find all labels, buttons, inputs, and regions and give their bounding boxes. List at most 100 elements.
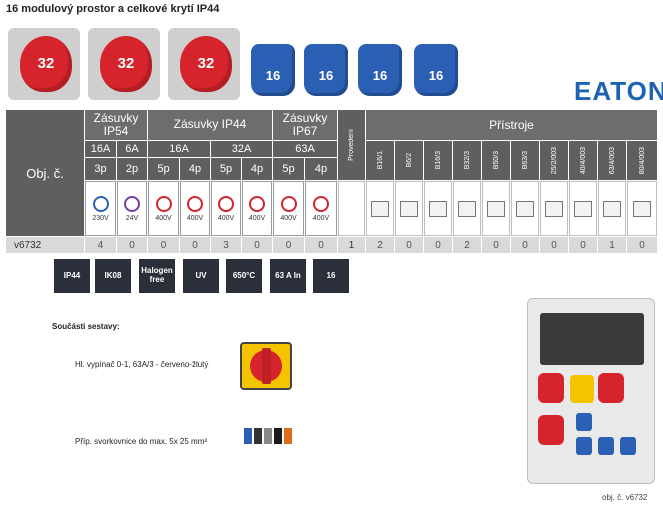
socket-symbol-cell: 24V	[117, 181, 147, 236]
device-symbol-cell	[366, 181, 394, 236]
product-caption: obj. č. v6732	[602, 493, 648, 502]
proveden-value: 1	[338, 237, 365, 253]
device-header: 25/2/003	[540, 141, 568, 180]
socket-symbol-cell: 230V	[85, 181, 116, 236]
pole-cell: 4p	[180, 158, 210, 180]
device-header: 80/4/003	[627, 141, 657, 180]
pristroje-header: Přístroje	[366, 110, 657, 140]
device-header: B32/3	[453, 141, 481, 180]
socket-count: 0	[305, 237, 337, 253]
ik08-icon: IK08	[95, 259, 131, 293]
ip44-icon: IP44	[54, 259, 90, 293]
pole-cell: 5p	[211, 158, 241, 180]
group-ip44: Zásuvky IP44	[148, 110, 272, 140]
pole-cell: 2p	[117, 158, 147, 180]
socket-symbol-cell: 400V	[242, 181, 272, 236]
socket-32a-red: 32	[8, 28, 80, 100]
modules-16-icon: 16	[313, 259, 349, 293]
device-count: 1	[598, 237, 626, 253]
amp-cell: 16A	[85, 141, 116, 157]
voltage-label: 400V	[155, 214, 172, 222]
breaker-icon	[429, 200, 447, 217]
row-code: v6732	[6, 237, 84, 253]
socket-symbol-icon	[249, 195, 265, 212]
socket-symbol-icon	[280, 195, 297, 212]
socket-symbol-cell: 400V	[305, 181, 337, 236]
breaker-icon	[574, 200, 592, 217]
terminal-block-image	[244, 428, 292, 444]
device-header: B63/3	[511, 141, 539, 180]
breaker-icon	[516, 200, 534, 217]
device-symbol-cell	[627, 181, 657, 236]
component-switch-label: Hl. vypínač 0-1, 63A/3 - červeno-žlutý	[75, 360, 209, 369]
group-ip54: Zásuvky IP54	[85, 110, 147, 140]
temp-650-icon: 650°C	[226, 259, 262, 293]
page-title: 16 modulový prostor a celkové krytí IP44	[6, 3, 220, 15]
voltage-label: 230V	[92, 214, 109, 222]
proveden-cell	[338, 181, 365, 236]
socket-32a-red: 32	[88, 28, 160, 100]
socket-count: 0	[273, 237, 304, 253]
breaker-icon	[400, 200, 418, 217]
amp-cell: 16A	[148, 141, 210, 157]
voltage-label: 24V	[125, 214, 139, 222]
halogen-free-icon: Halogen free	[139, 259, 175, 293]
amp-cell: 6A	[117, 141, 147, 157]
socket-symbol-cell: 400V	[180, 181, 210, 236]
current-63a-icon: 63 A In	[270, 259, 306, 293]
voltage-label: 400V	[312, 214, 330, 222]
breaker-icon	[487, 200, 505, 217]
breaker-icon	[545, 200, 563, 217]
socket-symbol-icon	[218, 195, 234, 212]
device-symbol-cell	[395, 181, 423, 236]
pole-cell: 5p	[148, 158, 179, 180]
socket-count: 0	[148, 237, 179, 253]
breaker-icon	[633, 200, 651, 217]
device-symbol-cell	[511, 181, 539, 236]
breaker-icon	[603, 200, 621, 217]
components-title: Součásti sestavy:	[52, 322, 120, 331]
socket-32a-red: 32	[168, 28, 240, 100]
main-switch-image	[240, 342, 292, 390]
pole-cell: 4p	[305, 158, 337, 180]
uv-icon: UV	[183, 259, 219, 293]
socket-symbol-icon	[155, 195, 172, 212]
device-count: 0	[540, 237, 568, 253]
socket-16a-blue: 16	[251, 44, 295, 102]
socket-symbol-icon	[92, 195, 109, 212]
device-header: B16/3	[424, 141, 452, 180]
device-symbol-cell	[424, 181, 452, 236]
device-count: 2	[366, 237, 394, 253]
device-symbol-cell	[598, 181, 626, 236]
device-symbol-cell	[453, 181, 481, 236]
pole-cell: 3p	[85, 158, 116, 180]
voltage-label: 400V	[217, 214, 235, 222]
device-header: B6/2	[395, 141, 423, 180]
device-header: 63/4/003	[598, 141, 626, 180]
device-count: 0	[395, 237, 423, 253]
device-count: 0	[627, 237, 657, 253]
socket-symbol-icon	[124, 195, 140, 212]
socket-16a-blue: 16	[358, 44, 402, 102]
device-count: 2	[453, 237, 481, 253]
device-symbol-cell	[482, 181, 510, 236]
pole-cell: 4p	[242, 158, 272, 180]
obj-header: Obj. č.	[6, 110, 84, 236]
voltage-label: 400V	[280, 214, 297, 222]
socket-count: 0	[242, 237, 272, 253]
socket-symbol-cell: 400V	[273, 181, 304, 236]
device-symbol-cell	[540, 181, 568, 236]
eaton-logo: EATON	[574, 76, 663, 106]
component-terminal-label: Příp. svorkovnice do max. 5x 25 mm²	[75, 437, 208, 446]
device-count: 0	[424, 237, 452, 253]
socket-16a-blue: 16	[414, 44, 458, 102]
breaker-icon	[458, 200, 476, 217]
voltage-label: 400V	[186, 214, 204, 222]
socket-symbol-icon	[313, 195, 329, 212]
socket-count: 3	[211, 237, 241, 253]
pole-cell: 5p	[273, 158, 304, 180]
device-header: B16/1	[366, 141, 394, 180]
device-header: B50/3	[482, 141, 510, 180]
amp-cell: 63A	[273, 141, 337, 157]
socket-symbol-icon	[187, 195, 203, 212]
